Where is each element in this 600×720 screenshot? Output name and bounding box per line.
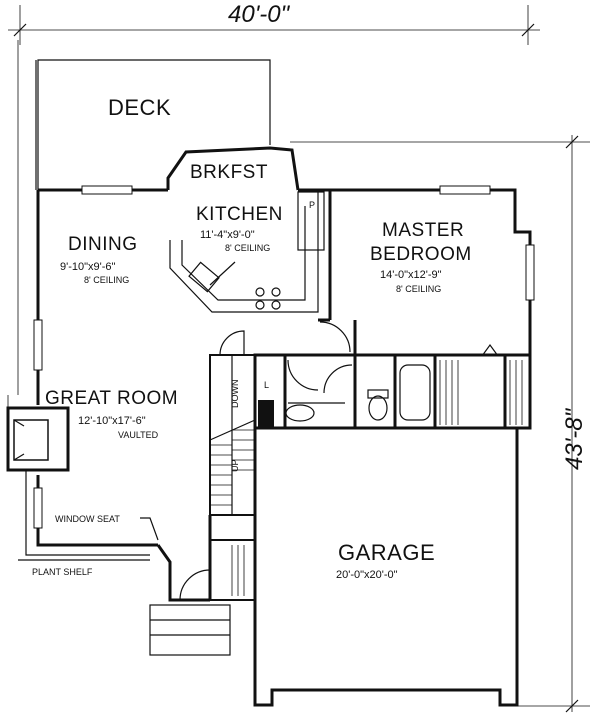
deck-label: DECK <box>108 95 171 120</box>
master-bedroom-size: 14'-0"x12'-9" <box>380 269 442 281</box>
plant-shelf <box>18 470 150 561</box>
master-bedroom-label-line1: MASTER <box>382 220 464 241</box>
great-room-ceiling: VAULTED <box>118 430 159 440</box>
garage-label: GARAGE <box>338 540 435 565</box>
depth-dimension-label: 43'-8" <box>561 407 588 470</box>
bath-laundry-block <box>253 353 532 430</box>
plant-shelf-label: PLANT SHELF <box>32 567 93 577</box>
windows <box>33 185 535 529</box>
breakfast-label: BRKFST <box>190 162 268 183</box>
master-bedroom-label-line2: BEDROOM <box>370 244 472 265</box>
closet-shelving <box>439 360 523 425</box>
depth-dimension-line <box>290 135 590 713</box>
dining-size: 9'-10"x9'-6" <box>60 261 116 273</box>
stair-down-label: DOWN <box>230 380 240 409</box>
deck <box>35 59 271 190</box>
closet-marker <box>481 343 499 357</box>
width-dimension-label: 40'-0" <box>228 1 291 28</box>
kitchen-counters <box>169 190 325 313</box>
fireplace <box>6 406 70 472</box>
dining-label: DINING <box>68 234 138 255</box>
master-bedroom-ceiling: 8' CEILING <box>396 284 441 294</box>
kitchen-ceiling: 8' CEILING <box>225 243 270 253</box>
dining-ceiling: 8' CEILING <box>84 275 129 285</box>
kitchen-size: 11'-4"x9'-0" <box>200 229 255 241</box>
window-seat-label: WINDOW SEAT <box>55 514 120 524</box>
garage-size: 20'-0"x20'-0" <box>336 569 398 581</box>
kitchen-label: KITCHEN <box>196 204 283 225</box>
width-dimension-line <box>8 5 540 45</box>
stairs <box>209 330 256 516</box>
stair-up-label: UP <box>230 459 240 472</box>
laundry-label: L <box>264 380 269 390</box>
pantry-label: P <box>309 200 315 210</box>
window-seat-leader <box>140 517 159 541</box>
great-room-label: GREAT ROOM <box>45 388 178 409</box>
great-room-size: 12'-10"x17'-6" <box>78 415 146 427</box>
entry <box>149 515 256 656</box>
